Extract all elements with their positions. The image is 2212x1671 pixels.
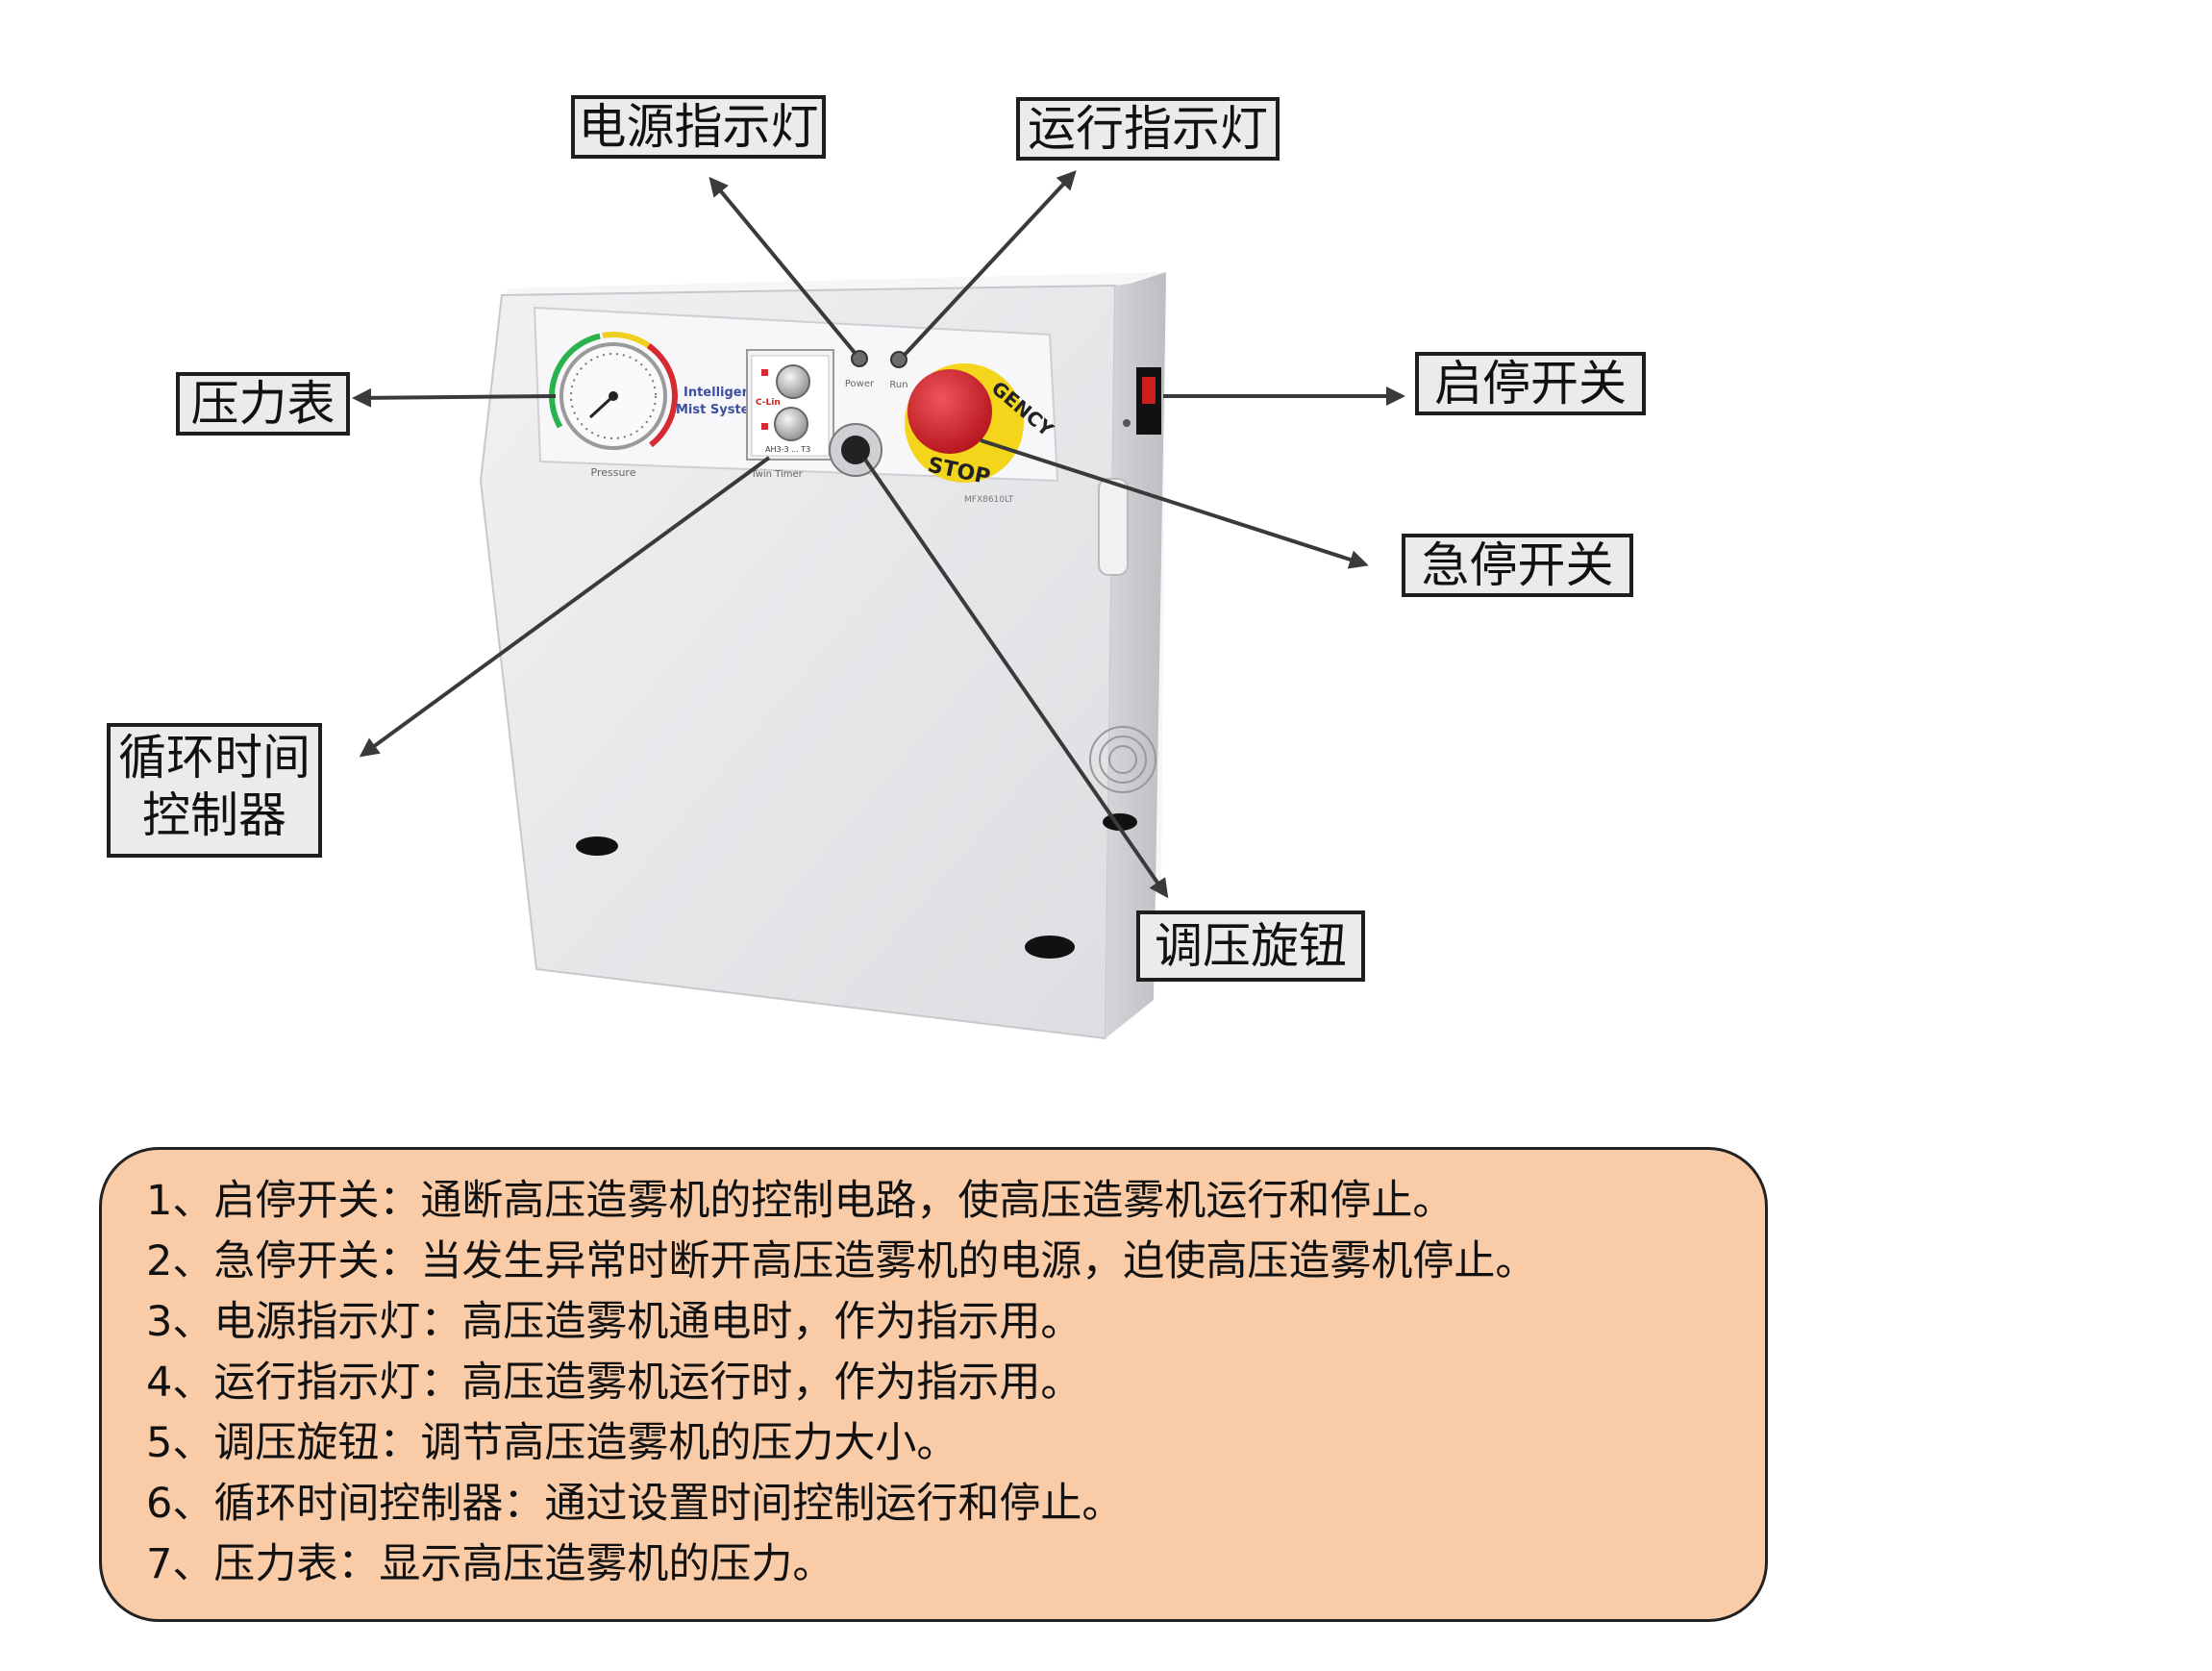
pressure-adjust-knob[interactable] — [829, 423, 882, 477]
pressure-label: Pressure — [591, 466, 636, 479]
callout-power-light: 电源指示灯 — [571, 95, 826, 159]
callout-emergency-stop: 急停开关 — [1402, 534, 1633, 597]
callout-pressure-knob: 调压旋钮 — [1136, 910, 1365, 982]
emergency-stop-button[interactable]: GENCY STOP — [905, 363, 1058, 490]
control-panel: Pressure Intelligent Mist System C-Lin A… — [533, 306, 1059, 505]
front-foot-left — [576, 836, 618, 856]
power-label: Power — [845, 379, 875, 389]
note-run-light: 4、运行指示灯：高压造雾机运行时，作为指示用。 — [146, 1359, 1082, 1407]
note-pressure-gauge: 7、压力表：显示高压造雾机的压力。 — [146, 1540, 834, 1588]
callout-run-light: 运行指示灯 — [1016, 97, 1280, 161]
pressure-gauge: Pressure — [548, 332, 678, 479]
arrow-cycle-timer — [359, 456, 771, 758]
side-handle — [1098, 478, 1129, 576]
callout-cycle-timer-line1: 循环时间 — [118, 730, 311, 786]
description-panel: 1、启停开关：通断高压造雾机的控制电路，使高压造雾机运行和停止。 2、急停开关：… — [99, 1147, 1768, 1622]
power-indicator-light — [851, 350, 868, 367]
brand-line2: Mist System — [676, 403, 762, 417]
arrow-pressure-knob — [863, 458, 1169, 899]
timer-knob-on[interactable] — [776, 364, 810, 399]
brand-line1: Intelligent — [683, 386, 757, 400]
arrow-run-light — [902, 170, 1077, 358]
note-power-light: 3、电源指示灯：高压造雾机通电时，作为指示用。 — [146, 1298, 1082, 1346]
arrow-estop — [980, 438, 1369, 569]
run-indicator-light — [890, 351, 907, 368]
arrow-power-light — [708, 176, 857, 356]
run-label: Run — [889, 380, 907, 390]
note-start-stop-switch: 1、启停开关：通断高压造雾机的控制电路，使高压造雾机运行和停止。 — [146, 1177, 1454, 1225]
timer-knob-off[interactable] — [774, 407, 808, 441]
arrow-pressure-gauge — [352, 387, 557, 408]
note-pressure-knob: 5、调压旋钮：调节高压造雾机的压力大小。 — [146, 1419, 958, 1467]
twin-timer: C-Lin AH3-3 ... T3 Twin Timer — [746, 349, 834, 480]
timer-brand: C-Lin — [756, 398, 781, 408]
vent-grille — [1089, 726, 1156, 793]
callout-start-stop-switch: 启停开关 — [1415, 352, 1646, 415]
note-emergency-stop: 2、急停开关：当发生异常时断开高压造雾机的电源，迫使高压造雾机停止。 — [146, 1237, 1537, 1285]
model-code: MFX8610LT — [964, 495, 1014, 505]
timer-model: AH3-3 ... T3 — [765, 445, 810, 454]
note-cycle-timer: 6、循环时间控制器：通过设置时间控制运行和停止。 — [146, 1480, 1124, 1528]
timer-label: Twin Timer — [750, 469, 803, 480]
callout-cycle-timer-line2: 控制器 — [142, 787, 286, 843]
leader-arrows — [352, 170, 1405, 899]
callout-cycle-timer: 循环时间 控制器 — [107, 723, 322, 858]
description-list: 1、启停开关：通断高压造雾机的控制电路，使高压造雾机运行和停止。 2、急停开关：… — [146, 1171, 1536, 1595]
callout-pressure-gauge: 压力表 — [176, 372, 350, 436]
front-foot-right — [1025, 935, 1075, 959]
